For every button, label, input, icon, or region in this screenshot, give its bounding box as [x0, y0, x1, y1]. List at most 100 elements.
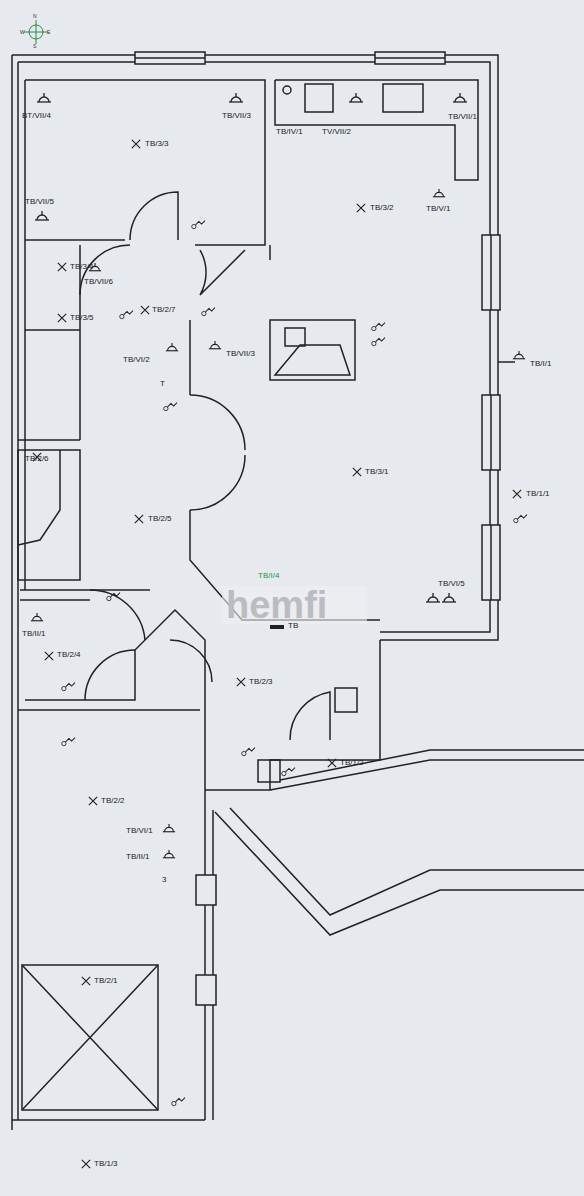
symbols: [166, 343, 178, 351]
walls: [490, 525, 492, 600]
walls: [25, 239, 125, 241]
walls: [85, 650, 135, 700]
walls: [18, 450, 60, 545]
symbols: [172, 1098, 185, 1106]
walls: [275, 345, 350, 375]
symbols: [513, 351, 525, 359]
walls: [170, 640, 212, 682]
walls: [22, 965, 158, 1110]
circuit-label: TB/2/7: [152, 306, 176, 314]
walls: [135, 57, 205, 59]
walls: [135, 52, 205, 64]
circuit-label: N: [33, 14, 37, 19]
circuit-label: TB/3/5: [70, 314, 94, 322]
walls: [285, 328, 305, 346]
symbols: [514, 515, 527, 523]
symbols: [35, 211, 49, 220]
circuit-label: TB/2/5: [148, 515, 172, 523]
walls: [18, 450, 80, 580]
walls: [204, 790, 206, 1120]
circuit-label: TB/2/6: [25, 455, 49, 463]
walls: [305, 84, 333, 112]
walls: [269, 245, 271, 260]
walls: [200, 250, 245, 295]
symbols: [132, 140, 140, 148]
circuit-label: TB/1/3: [94, 1160, 118, 1168]
circuit-label: W: [20, 30, 25, 35]
symbols: [426, 593, 440, 602]
circuit-label: TB/VI/2: [123, 356, 150, 364]
walls: [482, 525, 500, 600]
symbols: [164, 403, 177, 411]
symbols: [163, 850, 175, 858]
circuit-label: TB/V/1: [426, 205, 450, 213]
circuit-label: TB/VII/3: [222, 112, 251, 120]
circuit-label: TB/3/4: [70, 263, 94, 271]
symbols: [209, 341, 221, 349]
symbols: [31, 93, 527, 1168]
circuit-label: TB/3/1: [365, 468, 389, 476]
symbols: [349, 93, 363, 102]
circuit-label: TB/1/2: [340, 759, 364, 767]
circuit-label: TB/II/1: [22, 630, 46, 638]
walls: [230, 808, 584, 915]
circuit-label: E: [47, 30, 50, 35]
walls: [270, 320, 355, 380]
symbols: [242, 748, 255, 756]
circuit-label: TB/2/1: [94, 977, 118, 985]
walls: [20, 589, 150, 591]
walls: [196, 975, 216, 1005]
symbols: [229, 93, 243, 102]
symbols: [62, 738, 75, 746]
circuit-label: TB/2/2: [101, 797, 125, 805]
walls: [490, 395, 492, 470]
symbols: [82, 1160, 90, 1168]
circuit-label: TB/3/3: [145, 140, 169, 148]
circuit-label: TB/VII/6: [84, 278, 113, 286]
walls: [18, 62, 490, 632]
circuit-label: 3: [162, 876, 166, 884]
circuit-label: TB/VI/5: [438, 580, 465, 588]
walls: [130, 192, 178, 240]
walls: [190, 395, 245, 510]
walls: [335, 688, 357, 712]
walls: [25, 80, 265, 245]
walls: [290, 692, 330, 740]
symbols: [107, 593, 120, 601]
symbols: [282, 768, 295, 776]
symbols: [270, 625, 284, 629]
symbols: [141, 306, 149, 314]
walls: [18, 439, 80, 441]
symbols: [513, 490, 521, 498]
walls: [270, 760, 584, 790]
symbols: [453, 93, 467, 102]
symbols: [82, 977, 90, 985]
walls: [79, 245, 81, 440]
symbols: [237, 678, 245, 686]
symbols: [202, 308, 215, 316]
symbols: [372, 323, 385, 331]
circuit-label: TB/IV/1: [276, 128, 303, 136]
symbols: [372, 338, 385, 346]
walls: [258, 760, 280, 782]
circuit-label: TB/II/1: [126, 853, 150, 861]
walls: [275, 80, 478, 180]
circuit-label: TB/I/4: [258, 572, 279, 580]
circuit-label: TV/VII/2: [322, 128, 351, 136]
watermark: hemfi: [222, 586, 367, 624]
walls: [375, 52, 445, 64]
walls: [189, 320, 191, 395]
symbols: [58, 263, 66, 271]
circuit-label: T: [160, 380, 165, 388]
circuit-label: TB/2/3: [249, 678, 273, 686]
walls: [25, 329, 80, 331]
circuit-label: TB/1/1: [526, 490, 550, 498]
walls: [22, 965, 158, 1110]
symbols: [135, 515, 143, 523]
circuit-label: S: [33, 44, 36, 49]
walls: [90, 590, 145, 640]
symbols: [163, 824, 175, 832]
walls: [11, 55, 13, 1130]
circuit-label: TB/VII/1: [448, 113, 477, 121]
circuit-label: TB/3/2: [370, 204, 394, 212]
